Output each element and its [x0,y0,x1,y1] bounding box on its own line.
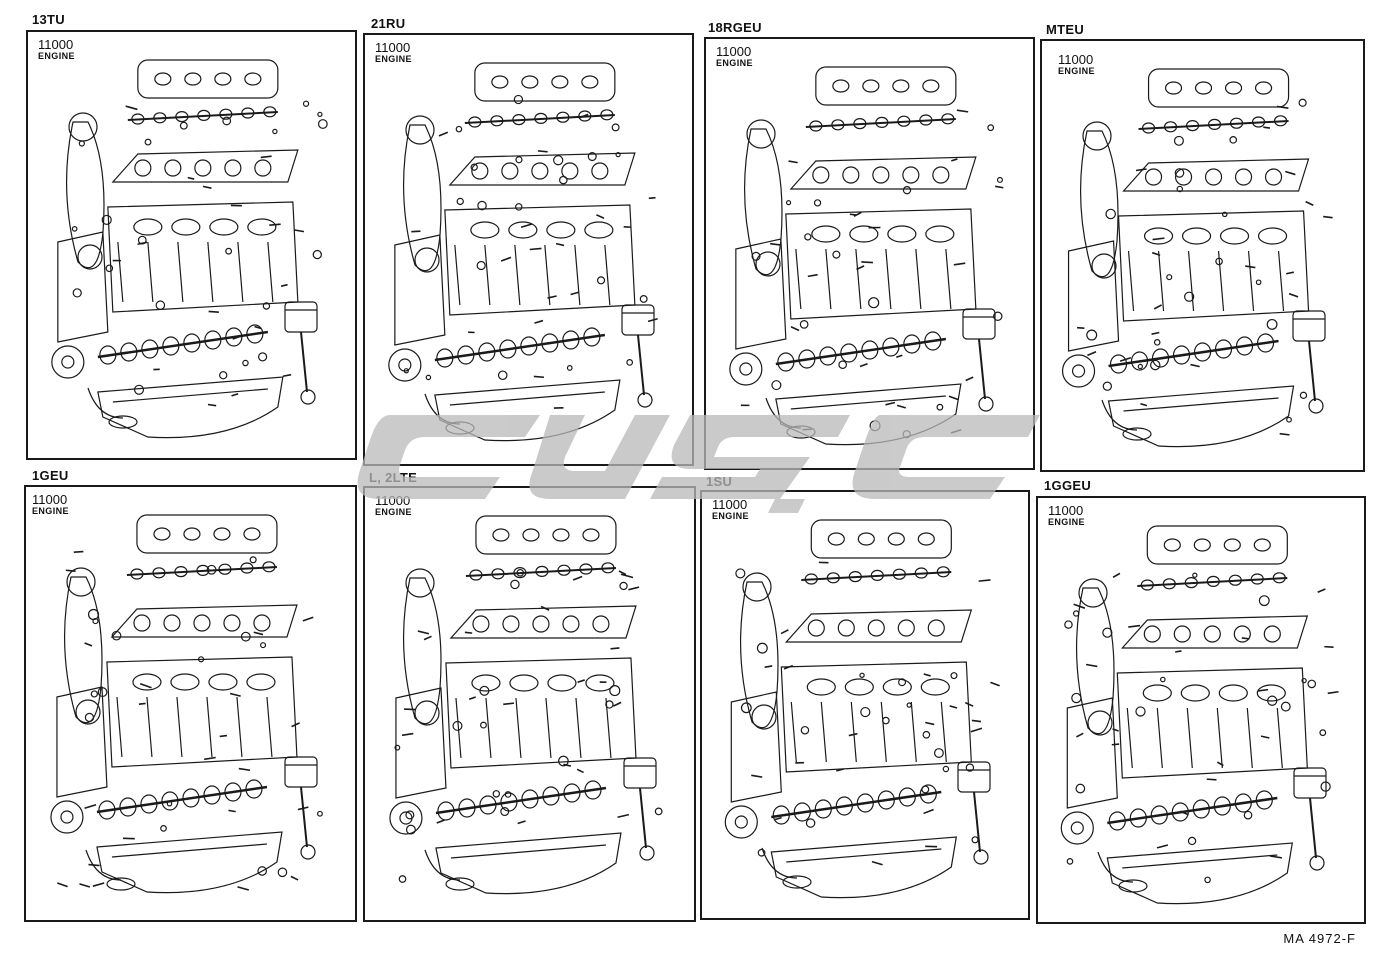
diagram-panel-l-2lte: 11000 ENGINE [363,486,696,922]
drawing-reference-code: MA 4972-F [1283,931,1356,946]
part-code: 11000 [38,37,74,52]
part-name: ENGINE [712,511,749,521]
part-name: ENGINE [38,51,75,61]
engine-label-1geu: 1GEU [32,468,69,483]
diagram-panel-mteu: 11000 ENGINE [1040,39,1365,472]
diagram-panel-21ru: 11000 ENGINE [363,33,694,466]
engine-exploded-drawing [51,59,328,439]
engine-label-l-2lte: L, 2LTE [369,470,418,485]
part-name: ENGINE [375,507,412,517]
part-code: 11000 [375,40,411,55]
engine-exploded-drawing [729,66,1004,446]
part-name: ENGINE [375,54,412,64]
engine-exploded-drawing [1060,525,1339,905]
part-name: ENGINE [1058,66,1095,76]
part-name: ENGINE [1048,517,1085,527]
engine-exploded-drawing [724,519,1000,899]
engine-exploded-drawing [388,62,658,442]
engine-exploded-drawing [1061,68,1333,448]
engine-label-21ru: 21RU [371,16,406,31]
diagram-panel-13tu: 11000 ENGINE [26,30,357,460]
engine-exploded-drawing [389,515,663,895]
engine-exploded-drawing [50,514,323,894]
part-name: ENGINE [32,506,69,516]
part-name: ENGINE [716,58,753,68]
diagram-panel-18rgeu: 11000 ENGINE [704,37,1035,470]
part-code: 11000 [1058,52,1094,67]
part-code: 11000 [712,497,748,512]
part-code: 11000 [32,492,68,507]
diagram-panel-1ggeu: 11000 ENGINE [1036,496,1366,924]
diagram-panel-1geu: 11000 ENGINE [24,485,357,922]
engine-label-13tu: 13TU [32,12,65,27]
part-code: 11000 [716,44,752,59]
engine-label-1ggeu: 1GGEU [1044,478,1092,493]
engine-label-1su: 1SU [706,474,733,489]
part-code: 11000 [1048,503,1084,518]
diagram-panel-1su: 11000 ENGINE [700,490,1030,920]
engine-label-18rgeu: 18RGEU [708,20,762,35]
engine-label-mteu: MTEU [1046,22,1085,37]
